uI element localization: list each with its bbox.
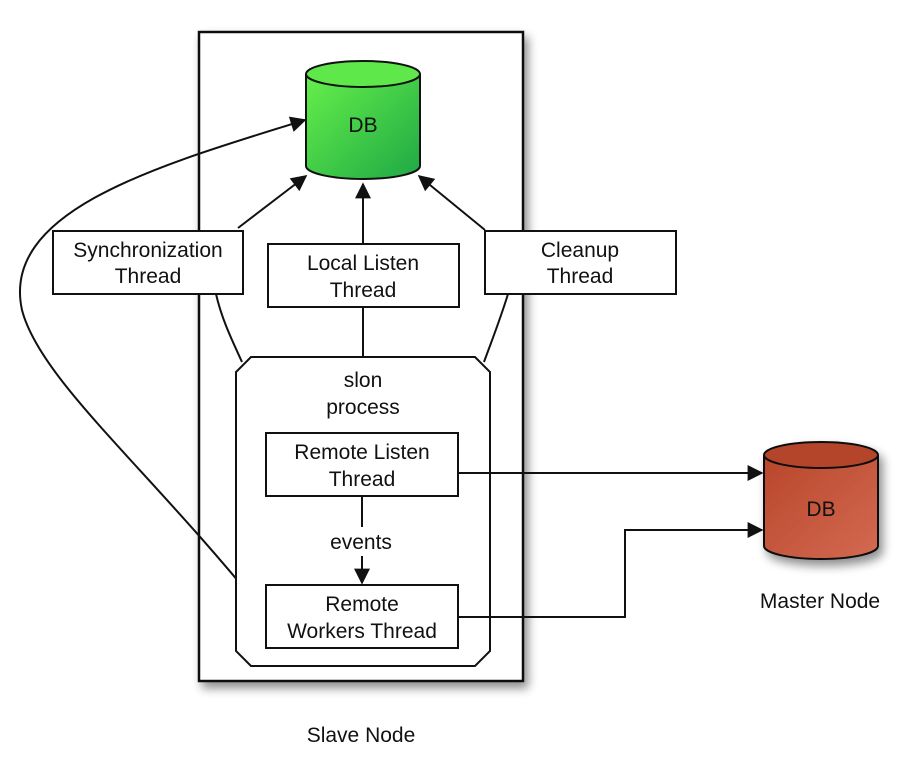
remote-workers-line2: Workers Thread [287,620,437,643]
remote-workers-thread-box[interactable]: Remote Workers Thread [265,584,459,649]
cleanup-to-slon-line [483,293,509,363]
local-listen-thread-box[interactable]: Local Listen Thread [267,243,460,308]
master-db-label: DB [806,498,835,521]
slave-db-cylinder[interactable]: DB [305,60,421,180]
remote-listen-line1: Remote Listen [294,441,429,464]
slon-label-line2: process [326,396,400,419]
sync-thread-line1: Synchronization [73,239,222,262]
remote-workers-to-master-arrow [458,522,764,618]
workers-to-db-curve [19,116,307,616]
slave-db-label: DB [348,114,377,137]
slon-label-line1: slon [344,369,383,392]
local-listen-line1: Local Listen [307,252,419,275]
cleanup-line1: Cleanup [541,239,619,262]
cleanup-thread-box[interactable]: Cleanup Thread [484,230,677,295]
cleanup-to-db-arrow [417,174,486,231]
remote-listen-line2: Thread [329,468,396,491]
remote-listen-thread-box[interactable]: Remote Listen Thread [265,432,459,497]
sync-thread-line2: Thread [115,265,182,288]
master-node-label: Master Node [760,590,880,613]
slave-node-label: Slave Node [307,724,416,747]
local-listen-line2: Thread [330,279,397,302]
cleanup-line2: Thread [547,265,614,288]
sync-to-slon-line [215,293,243,363]
sync-to-db-arrow [237,175,308,229]
events-label: events [330,531,392,554]
master-db-cylinder[interactable] [763,441,879,560]
sync-thread-box[interactable]: Synchronization Thread [52,230,244,295]
remote-workers-line1: Remote [325,593,399,616]
